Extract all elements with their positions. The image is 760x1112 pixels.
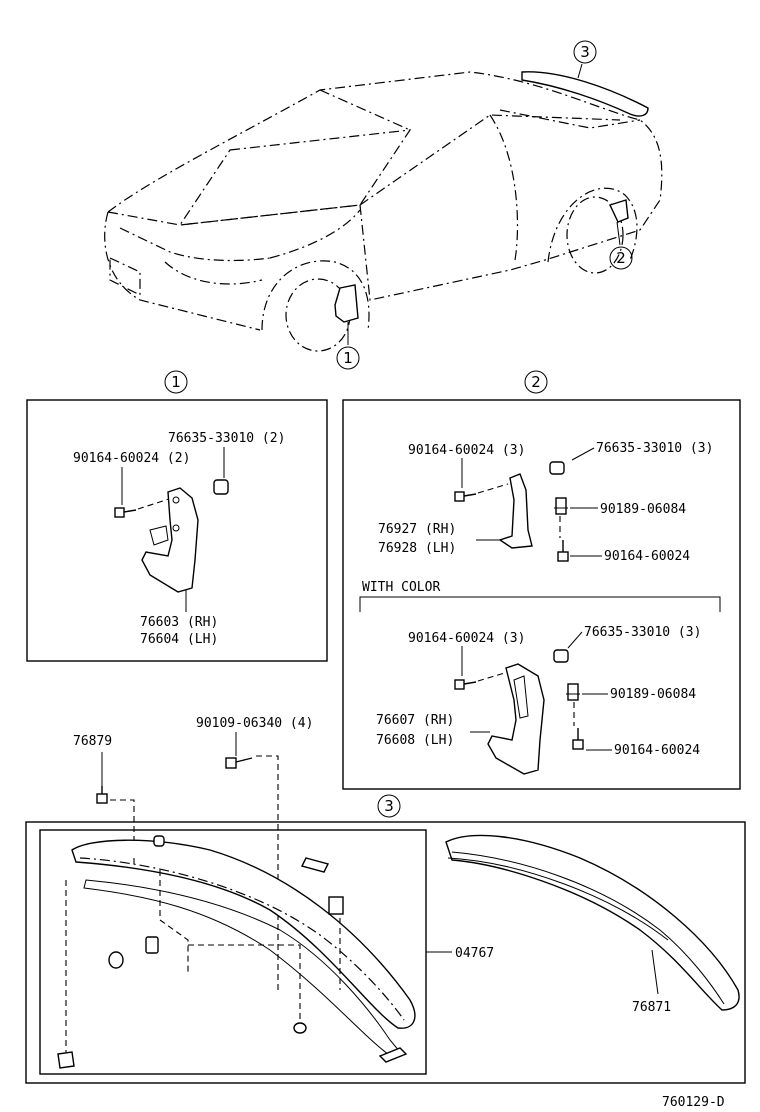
s2-wc-mudflap-icon	[487, 663, 545, 775]
s2-bracket-rh: 76927 (RH)	[378, 522, 456, 537]
section-2-box	[342, 399, 741, 790]
with-color-bracket	[359, 596, 721, 612]
s2-wc-nut-icon	[566, 683, 580, 701]
s1-screw-icon	[114, 507, 137, 518]
s3-grommet-icon	[153, 835, 165, 847]
callout-1-section: 1	[164, 370, 188, 394]
s3-spoiler-assembly	[57, 835, 416, 1069]
s2-screw-b-label: 90164-60024	[604, 549, 690, 564]
s2-wc-screw-icon	[454, 679, 477, 690]
s1-flap-rh: 76603 (RH)	[140, 615, 218, 630]
svg-text:3: 3	[580, 43, 590, 61]
svg-text:2: 2	[531, 373, 541, 391]
callout-3-top: 3	[573, 40, 597, 64]
s1-mudflap-icon	[141, 487, 199, 593]
with-color-label: WITH COLOR	[362, 580, 440, 595]
s3-tape-icon	[57, 1051, 75, 1069]
s3-washer-icon	[108, 951, 124, 969]
s3-spoiler-icon	[445, 834, 740, 1011]
section-1-box	[26, 399, 328, 662]
s2-wc-screw-label: 90164-60024 (3)	[408, 631, 525, 646]
s2-bracket-lh: 76928 (LH)	[378, 541, 456, 556]
s2-wc-nut-label: 90189-06084	[610, 687, 696, 702]
s2-wc-clip-icon	[553, 649, 569, 663]
s3-stud-label: 76879	[73, 734, 112, 749]
s1-flap-lh: 76604 (LH)	[140, 632, 218, 647]
s2-clip-label: 76635-33010 (3)	[596, 441, 713, 456]
s2-screw-icon	[454, 491, 477, 502]
s2-bracket-icon	[498, 473, 533, 549]
s3-pad-icon	[328, 896, 344, 915]
svg-text:3: 3	[384, 797, 394, 815]
svg-text:2: 2	[616, 249, 626, 267]
svg-text:1: 1	[343, 349, 353, 367]
s3-bolt-label: 90109-06340 (4)	[196, 716, 313, 731]
s3-spoiler-label: 76871	[632, 1000, 671, 1015]
s3-bolt-icon	[225, 757, 253, 769]
s1-screw-label: 90164-60024 (2)	[73, 451, 190, 466]
s3-stud-icon	[96, 786, 108, 804]
s2-wc-flap-lh: 76608 (LH)	[376, 733, 454, 748]
car-overview	[104, 63, 663, 352]
s2-screw-b-icon	[557, 540, 569, 562]
s1-clip-label: 76635-33010 (2)	[168, 431, 285, 446]
s1-clip-icon	[213, 479, 229, 495]
section-3-box	[25, 821, 746, 1084]
callout-2-section: 2	[524, 370, 548, 394]
s3-grommet-icon	[145, 936, 159, 954]
s3-washer-icon	[293, 1022, 307, 1034]
figure-id: 760129-D	[662, 1095, 725, 1110]
s3-spoiler-assy-label: 04767	[455, 946, 494, 961]
s2-nut-icon	[554, 497, 568, 515]
callout-1-top: 1	[336, 346, 360, 370]
s3-tape-icon	[300, 857, 330, 873]
s2-nut-label: 90189-06084	[600, 502, 686, 517]
s2-wc-screw-b-label: 90164-60024	[614, 743, 700, 758]
s3-tape-icon	[378, 1047, 408, 1063]
s2-wc-clip-label: 76635-33010 (3)	[584, 625, 701, 640]
svg-text:1: 1	[171, 373, 181, 391]
callout-2-top: 2	[609, 246, 633, 270]
callout-3-section: 3	[377, 794, 401, 818]
s2-clip-icon	[549, 461, 565, 475]
s2-wc-screw-b-icon	[572, 728, 584, 750]
s2-screw-label: 90164-60024 (3)	[408, 443, 525, 458]
s2-wc-flap-rh: 76607 (RH)	[376, 713, 454, 728]
